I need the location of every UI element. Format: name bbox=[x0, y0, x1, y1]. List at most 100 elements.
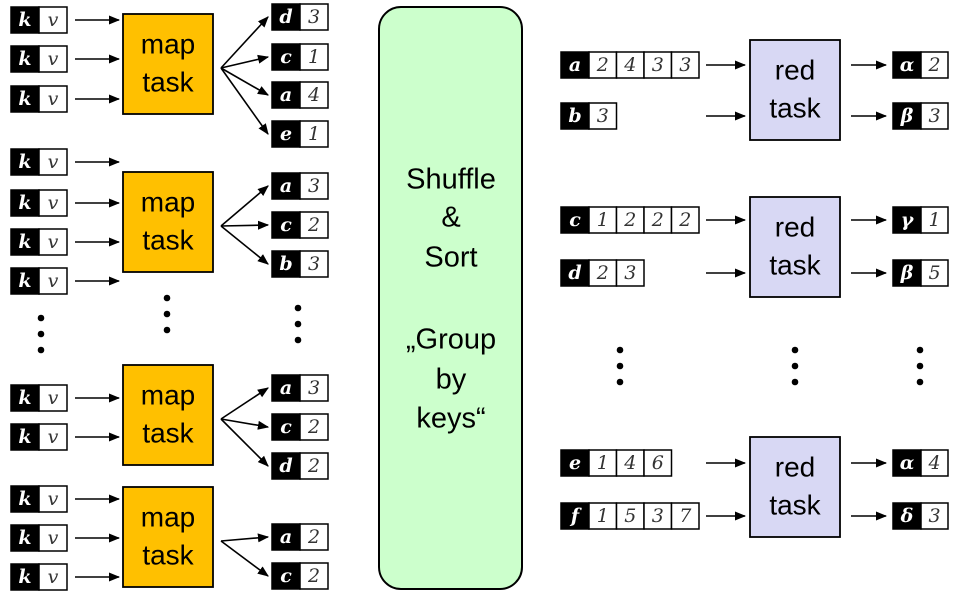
value-label: 3 bbox=[928, 105, 940, 127]
value-label: 1 bbox=[308, 123, 320, 145]
map-task-box bbox=[122, 486, 214, 588]
key-cell bbox=[10, 45, 40, 73]
key-cell bbox=[271, 172, 301, 200]
value-label: 2 bbox=[307, 214, 320, 236]
value-label: v bbox=[48, 231, 59, 253]
key-label: k bbox=[18, 270, 31, 292]
value-cell bbox=[38, 423, 68, 451]
key-label: a bbox=[280, 526, 292, 548]
key-label: a bbox=[569, 54, 581, 76]
key-cell bbox=[560, 51, 590, 79]
value-cell bbox=[299, 523, 329, 551]
ellipsis-dot bbox=[916, 346, 924, 354]
key-label: k bbox=[18, 566, 31, 588]
map-task-box bbox=[122, 171, 214, 273]
value-cell bbox=[38, 148, 68, 176]
key-label: c bbox=[280, 214, 292, 236]
map-task-label: map bbox=[141, 28, 195, 59]
shuffle-label: Shuffle bbox=[406, 164, 496, 196]
value-cell bbox=[38, 189, 68, 217]
value-label: 1 bbox=[597, 505, 609, 527]
reduce-task-label: task bbox=[769, 249, 821, 280]
key-cell bbox=[892, 259, 922, 287]
value-label: 5 bbox=[928, 262, 940, 284]
value-label: 6 bbox=[652, 452, 664, 474]
key-label: β bbox=[900, 262, 914, 284]
value-label: 3 bbox=[679, 54, 691, 76]
value-cell bbox=[38, 485, 68, 513]
value-label: 2 bbox=[651, 209, 664, 231]
key-label: d bbox=[568, 262, 581, 284]
key-cell bbox=[10, 524, 40, 552]
value-cell bbox=[38, 563, 68, 591]
value-label: 2 bbox=[307, 416, 320, 438]
key-label: c bbox=[280, 565, 292, 587]
value-cell bbox=[299, 562, 329, 590]
value-cell bbox=[299, 250, 329, 278]
ellipsis-dot bbox=[294, 320, 302, 328]
value-cell bbox=[38, 384, 68, 412]
value-label: v bbox=[48, 151, 59, 173]
arrow bbox=[220, 533, 270, 543]
value-label: 2 bbox=[623, 209, 636, 231]
map-task-label: task bbox=[142, 417, 194, 448]
value-cell bbox=[615, 259, 645, 287]
key-label: k bbox=[18, 527, 31, 549]
key-label: d bbox=[279, 455, 292, 477]
ellipsis-dot bbox=[916, 378, 924, 386]
value-cell bbox=[38, 85, 68, 113]
map-task-box bbox=[122, 364, 214, 466]
key-cell bbox=[560, 102, 590, 130]
value-cell bbox=[588, 502, 618, 530]
value-label: 1 bbox=[597, 209, 609, 231]
value-label: 4 bbox=[927, 452, 940, 474]
key-cell bbox=[271, 523, 301, 551]
ellipsis-dot bbox=[294, 304, 302, 312]
value-label: 3 bbox=[928, 505, 940, 527]
ellipsis-dot bbox=[163, 294, 171, 302]
value-label: v bbox=[48, 88, 59, 110]
value-cell bbox=[299, 413, 329, 441]
key-label: k bbox=[18, 387, 31, 409]
key-label: a bbox=[280, 175, 292, 197]
shuffle-label: „Group bbox=[406, 324, 496, 356]
value-label: v bbox=[48, 9, 59, 31]
value-cell bbox=[920, 102, 949, 130]
arrow bbox=[220, 67, 269, 135]
key-label: a bbox=[280, 377, 292, 399]
value-label: 2 bbox=[596, 262, 609, 284]
value-cell bbox=[299, 81, 329, 109]
key-label: a bbox=[280, 84, 292, 106]
value-label: 2 bbox=[927, 54, 940, 76]
arrow bbox=[220, 225, 269, 265]
reduce-task-label: red bbox=[775, 451, 815, 482]
value-label: 5 bbox=[624, 505, 636, 527]
key-cell bbox=[271, 250, 301, 278]
reduce-task-box bbox=[749, 436, 841, 538]
ellipsis-dot bbox=[791, 362, 799, 370]
map-task-label: task bbox=[142, 66, 194, 97]
arrow bbox=[220, 418, 269, 467]
arrow bbox=[220, 220, 270, 230]
map-task-label: task bbox=[142, 539, 194, 570]
value-label: 7 bbox=[679, 505, 692, 527]
value-label: v bbox=[48, 387, 59, 409]
ellipsis-dot bbox=[37, 346, 45, 354]
value-label: 4 bbox=[623, 452, 636, 474]
